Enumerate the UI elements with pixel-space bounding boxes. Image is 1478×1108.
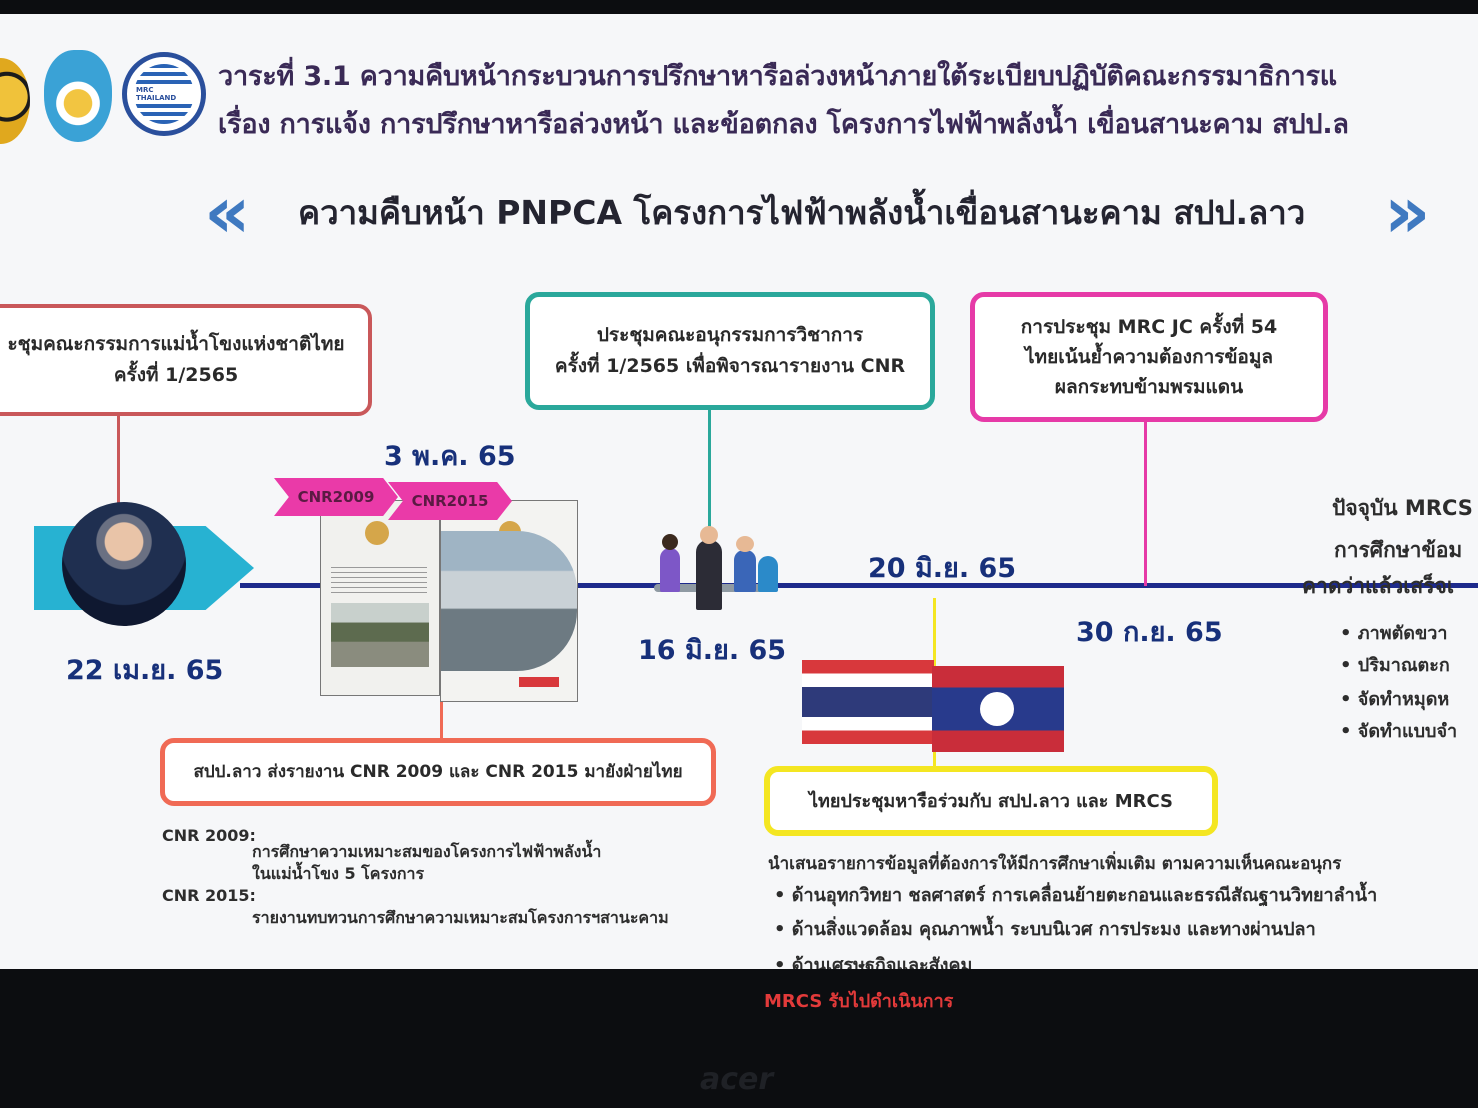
timeline-axis xyxy=(240,583,1478,588)
monitor-brand-logo: acer xyxy=(700,1062,774,1097)
event-5-line-2: ไทยเน้นย้ำความต้องการข้อมูล xyxy=(1024,346,1274,368)
event-4-note-text: ไทยประชุมหารือร่วมกับ สปป.ลาว และ MRCS xyxy=(808,790,1174,812)
event-5-line-1: การประชุม MRC JC ครั้งที่ 54 xyxy=(1020,316,1278,338)
event-4-note-box: ไทยประชุมหารือร่วมกับ สปป.ลาว และ MRCS xyxy=(764,766,1218,836)
cnr2015-tag: CNR2015 xyxy=(388,482,512,520)
event-3-date: 16 มิ.ย. 65 xyxy=(638,635,787,666)
meeting-illustration xyxy=(648,526,784,618)
event-box-mrc-jc-meeting: การประชุม MRC JC ครั้งที่ 54 ไทยเน้นย้ำค… xyxy=(970,292,1328,422)
cnr2009-description-line-1: การศึกษาความเหมาะสมของโครงการไฟฟ้าพลังน้… xyxy=(252,842,602,861)
current-status-item-2: • ปริมาณตะก xyxy=(1340,655,1450,676)
right-chevron-icon: » xyxy=(1384,170,1430,254)
request-footer-note: MRCS รับไปดำเนินการ xyxy=(764,991,954,1012)
event-3-line-1: ประชุมคณะอนุกรรมการวิชาการ xyxy=(596,324,864,346)
cnr2015-cover-dam-photo xyxy=(441,531,577,671)
request-item-1: • ด้านอุทกวิทยา ชลศาสตร์ การเคลื่อนย้ายต… xyxy=(774,885,1378,906)
current-status-line-3: คาดว่าแล้วเสร็จเ xyxy=(1302,574,1455,598)
cnr2009-cover-photo xyxy=(331,603,429,667)
current-status-item-4: • จัดทำแบบจำ xyxy=(1340,721,1458,742)
request-item-2: • ด้านสิ่งแวดล้อม คุณภาพน้ำ ระบบนิเวศ กา… xyxy=(774,919,1316,940)
cnr2009-tag: CNR2009 xyxy=(274,478,398,516)
government-seal-logo xyxy=(0,58,30,144)
current-status-item-1: • ภาพตัดขวา xyxy=(1340,623,1448,644)
slide-title-line-2: เรื่อง การแจ้ง การปรึกษาหารือล่วงหน้า แล… xyxy=(218,109,1349,140)
event-1-person-photo xyxy=(62,502,186,626)
event-1-date: 22 เม.ย. 65 xyxy=(66,655,224,686)
event-2-note-text: สปป.ลาว ส่งรายงาน CNR 2009 และ CNR 2015 … xyxy=(193,761,683,782)
event-3-connector xyxy=(708,410,711,530)
current-status-item-3: • จัดทำหมุดห xyxy=(1340,689,1450,710)
event-2-note-box: สปป.ลาว ส่งรายงาน CNR 2009 และ CNR 2015 … xyxy=(160,738,716,806)
laos-flag xyxy=(932,666,1064,752)
event-5-connector xyxy=(1144,422,1147,586)
event-1-connector xyxy=(117,416,120,520)
water-resources-department-logo xyxy=(44,50,112,142)
cnr2015-label: CNR 2015: xyxy=(162,886,256,905)
event-1-line-1: ะชุมคณะกรรมการแม่น้ำโขงแห่งชาติไทย xyxy=(7,333,345,355)
event-5-date: 30 ก.ย. 65 xyxy=(1076,617,1223,648)
slide-subtitle: ความคืบหน้า PNPCA โครงการไฟฟ้าพลังน้ำเขื… xyxy=(298,193,1306,232)
cnr2015-description: รายงานทบทวนการศึกษาความเหมาะสมโครงการฯสา… xyxy=(252,908,669,927)
cnr2015-report-cover xyxy=(440,500,578,702)
event-box-national-committee: ะชุมคณะกรรมการแม่น้ำโขงแห่งชาติไทย ครั้ง… xyxy=(0,304,372,416)
current-status-line-1: ปัจจุบัน MRCS xyxy=(1332,496,1473,520)
current-status-line-2: การศึกษาข้อม xyxy=(1334,538,1463,562)
request-item-3: • ด้านเศรษฐกิจและสังคม xyxy=(774,955,973,969)
presentation-slide: MRC THAILAND วาระที่ 3.1 ความคืบหน้ากระบ… xyxy=(0,14,1478,969)
event-4-date: 20 มิ.ย. 65 xyxy=(868,553,1017,584)
cnr2009-label: CNR 2009: xyxy=(162,826,256,845)
cnr2009-description-line-2: ในแม่น้ำโขง 5 โครงการ xyxy=(252,864,425,883)
left-chevron-icon: « xyxy=(204,170,250,254)
mrc-logo-text: MRC THAILAND xyxy=(134,85,194,103)
event-2-connector xyxy=(440,702,443,742)
thailand-flag xyxy=(802,660,934,744)
slide-title-line-1: วาระที่ 3.1 ความคืบหน้ากระบวนการปรึกษาหา… xyxy=(218,61,1337,92)
event-1-line-2: ครั้งที่ 1/2565 xyxy=(113,364,239,386)
event-box-technical-subcommittee: ประชุมคณะอนุกรรมการวิชาการ ครั้งที่ 1/25… xyxy=(525,292,935,410)
event-2-date: 3 พ.ค. 65 xyxy=(384,441,516,472)
mrc-thailand-logo: MRC THAILAND xyxy=(122,52,206,136)
cnr2009-report-cover xyxy=(320,500,440,696)
event-5-line-3: ผลกระทบข้ามพรมแดน xyxy=(1054,376,1244,398)
request-heading: นำเสนอรายการข้อมูลที่ต้องการให้มีการศึกษ… xyxy=(768,854,1342,874)
event-3-line-2: ครั้งที่ 1/2565 เพื่อพิจารณารายงาน CNR xyxy=(554,355,906,377)
